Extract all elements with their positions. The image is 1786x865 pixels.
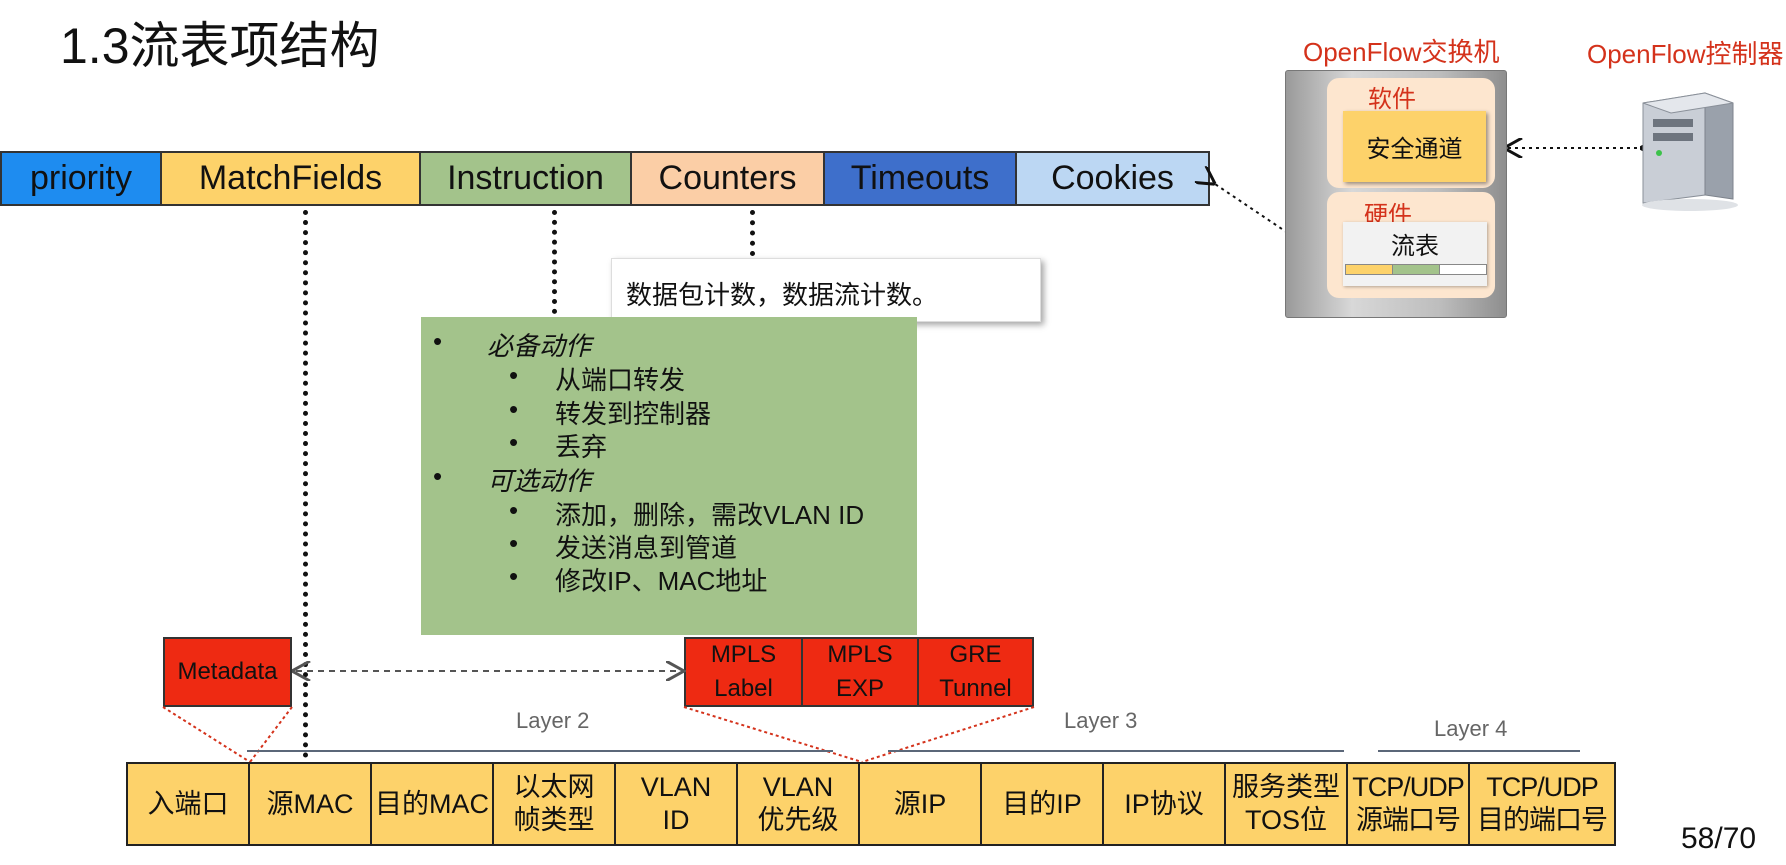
secure-channel-box: 安全通道 xyxy=(1343,111,1486,182)
flow-table-label: 流表 xyxy=(1391,233,1439,260)
metadata-zoom-line-right xyxy=(249,706,293,763)
mpls-zoom-line-left xyxy=(683,706,863,763)
metadata-zoom-line-left xyxy=(162,706,251,763)
header-timeouts: Timeouts xyxy=(823,151,1017,206)
match-field-dst-ip: 目的IP xyxy=(980,762,1104,846)
header-instruction: Instruction xyxy=(419,151,632,206)
flowtable-to-cookies-arrow xyxy=(1212,182,1341,269)
flow-table-box: 流表 xyxy=(1343,222,1487,286)
optional-actions-item: • 可选动作 xyxy=(433,461,592,496)
mpls-zoom-line-right xyxy=(861,706,1035,763)
counters-note: 数据包计数，数据流计数。 xyxy=(611,258,1041,322)
layer4-label: Layer 4 xyxy=(1434,716,1508,741)
metadata-field: Metadata xyxy=(163,637,292,707)
instruction-dotted-connector xyxy=(552,210,557,314)
header-priority: priority xyxy=(0,151,162,206)
required-action: • 丢弃 xyxy=(509,427,608,462)
optional-action: • 修改IP、MAC地址 xyxy=(509,561,768,596)
page-number: 58/70 xyxy=(1681,822,1757,855)
optional-action: • 发送消息到管道 xyxy=(509,528,738,563)
match-field-ip-protocol: IP协议 xyxy=(1102,762,1226,846)
openflow-controller-label: OpenFlow控制器 xyxy=(1587,39,1784,69)
required-actions-item: • 必备动作 xyxy=(433,326,592,361)
header-cookies: Cookies xyxy=(1015,151,1210,206)
required-actions-title: 必备动作 xyxy=(487,331,592,361)
layer4-line xyxy=(1378,750,1580,752)
required-action: • 从端口转发 xyxy=(509,360,686,395)
optional-action: • 添加，删除，需改VLAN ID xyxy=(509,495,865,530)
layer2-label: Layer 2 xyxy=(516,708,590,733)
optional-actions-title: 可选动作 xyxy=(487,466,592,496)
software-label: 软件 xyxy=(1368,86,1416,113)
openflow-switch-label: OpenFlow交换机 xyxy=(1303,37,1500,67)
match-field-src-ip: 源IP xyxy=(858,762,982,846)
flow-table-entry xyxy=(1345,264,1487,275)
layer3-label: Layer 3 xyxy=(1064,708,1138,733)
match-field-dst-mac: 目的MAC xyxy=(370,762,494,846)
layer3-line xyxy=(888,750,1344,752)
header-counters: Counters xyxy=(630,151,825,206)
match-field-eth-type: 以太网帧类型 xyxy=(492,762,616,846)
instruction-actions-box: • 必备动作 • 从端口转发 • 转发到控制器 • 丢弃 • 可选动作 • 添加… xyxy=(421,317,917,635)
required-action: • 转发到控制器 xyxy=(509,394,712,429)
match-field-src-mac: 源MAC xyxy=(248,762,372,846)
matchfields-dotted-connector xyxy=(303,210,308,758)
counters-dotted-connector xyxy=(750,210,755,256)
controller-server-icon xyxy=(1642,92,1738,211)
layer2-line xyxy=(247,750,833,752)
match-field-in-port: 入端口 xyxy=(126,762,250,846)
slide-title: 1.3流表项结构 xyxy=(60,18,380,74)
